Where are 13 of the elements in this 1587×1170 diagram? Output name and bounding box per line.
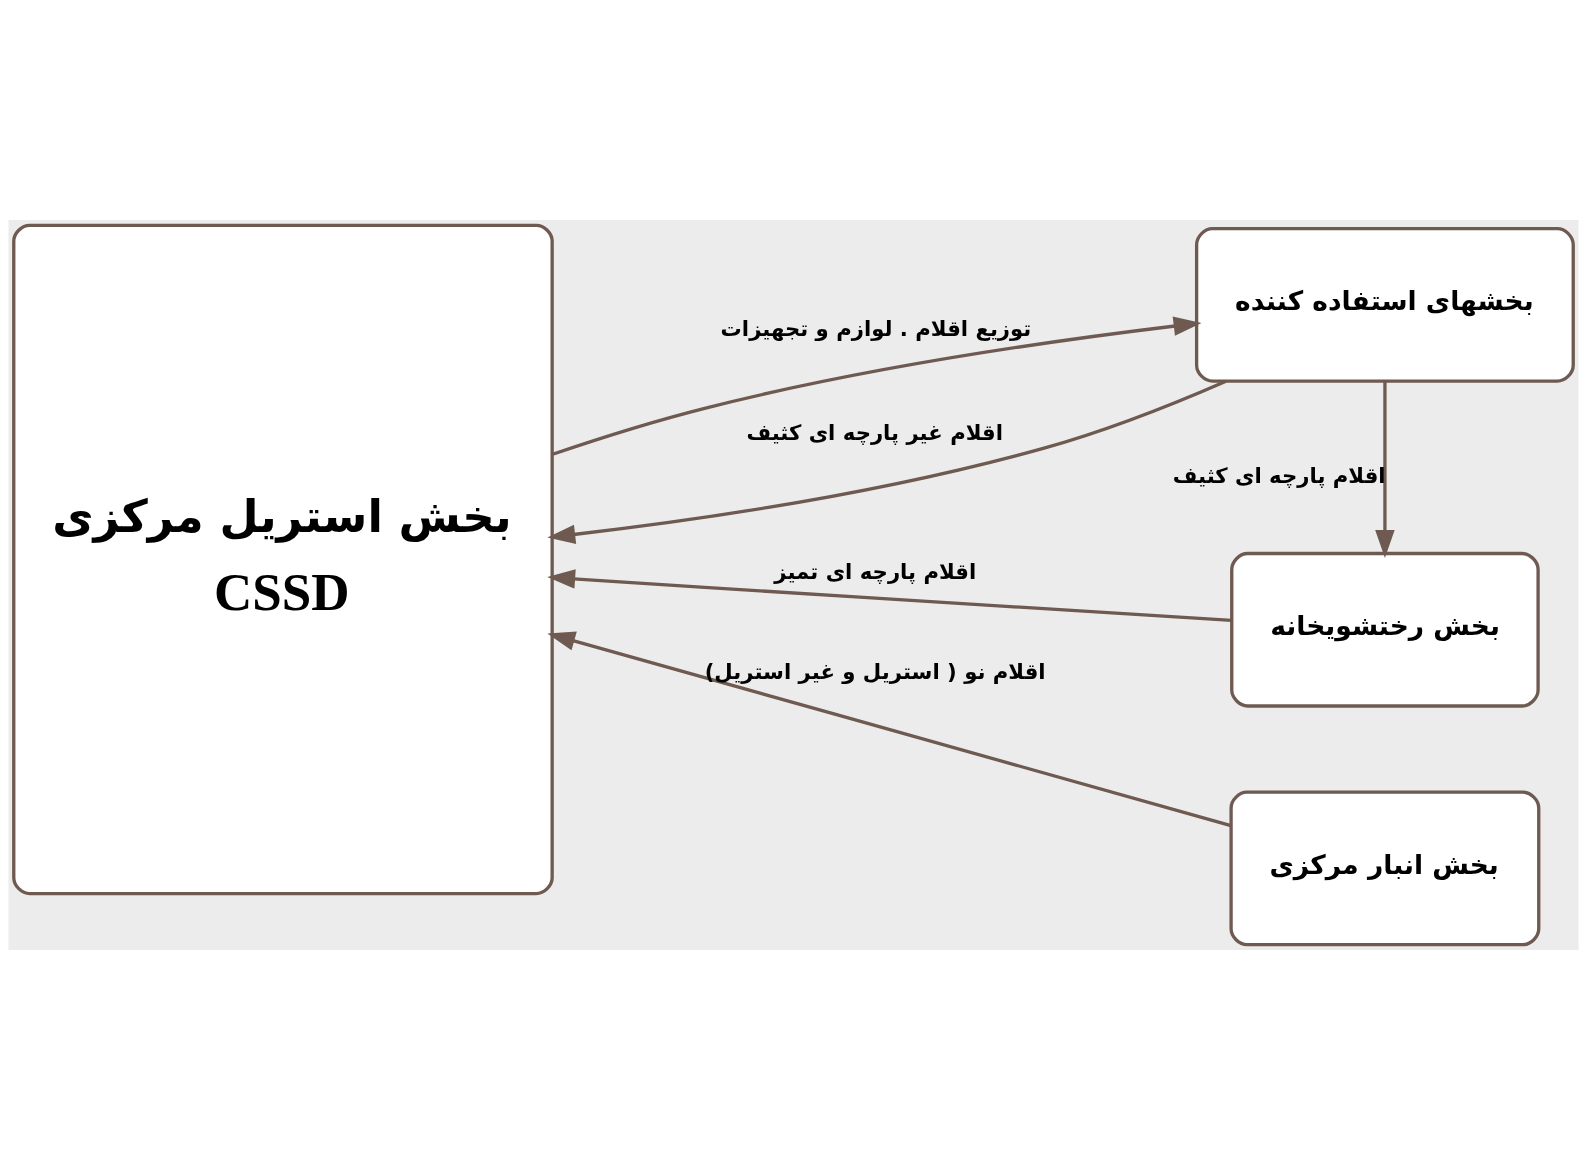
node-box: بخش انبار مرکزی (1229, 790, 1541, 947)
arrow (547, 379, 1227, 545)
edge-label: اقلام پارچه ای تمیز (774, 559, 977, 585)
arrow (547, 631, 1232, 828)
edge-label: اقلام پارچه ای کثیف (1172, 462, 1386, 488)
arrow (547, 569, 1232, 623)
edge-label: توزیع اقلام . لوازم و تجهیزات (720, 316, 1032, 342)
arrow (552, 316, 1202, 456)
node-box: بخشهای استفاده کننده (1194, 226, 1575, 383)
edge-label: اقلام غیر پارچه ای کثیف (746, 419, 1003, 445)
arrow (1375, 381, 1395, 558)
edge-label: اقلام نو ( استریل و غیر استریل) (704, 658, 1046, 684)
node-box: بخش رختشویخانه (1230, 551, 1540, 708)
